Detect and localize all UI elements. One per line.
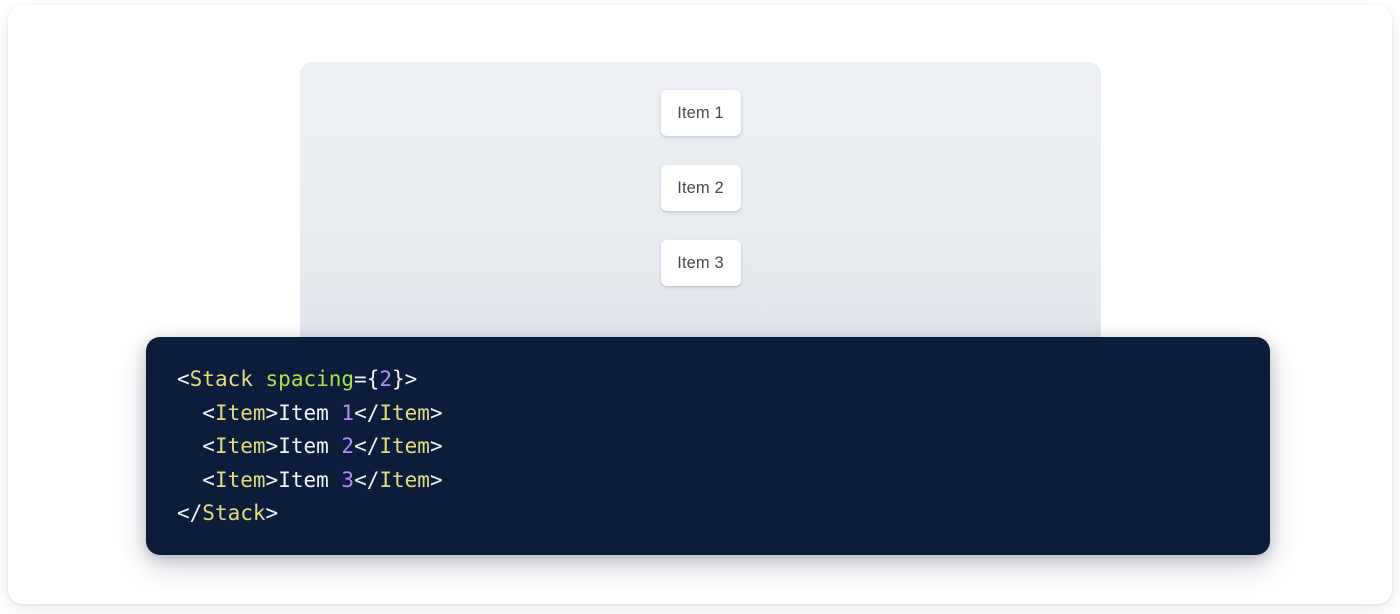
code-token-text: Item	[278, 467, 342, 492]
code-token-tag: Item	[379, 434, 430, 458]
code-token-punc	[253, 367, 266, 391]
code-token-punc: >	[265, 400, 279, 425]
code-token-tag: Item	[379, 467, 430, 492]
code-indent	[177, 468, 202, 492]
code-token-punc: </	[354, 467, 380, 492]
code-token-text: Item	[278, 400, 342, 425]
code-token-tag: Item	[379, 400, 430, 425]
code-token-num: 1	[341, 400, 355, 425]
code-token-tag: Item	[214, 400, 266, 425]
code-token-text: Item	[278, 434, 342, 458]
code-token-num: 2	[341, 434, 355, 458]
code-indent	[177, 401, 202, 425]
code-token-num: 2	[379, 367, 392, 391]
code-token-punc: ={	[354, 367, 380, 391]
code-line: <Stack spacing={2}>	[177, 367, 417, 391]
stack-item-label: Item 2	[677, 178, 724, 197]
code-token-punc: </	[177, 501, 203, 525]
code-token-attr: spacing	[265, 367, 355, 391]
code-token-punc: >	[429, 467, 443, 492]
code-token-punc: >	[429, 434, 443, 458]
code-token-punc: >	[265, 501, 279, 525]
component-preview-panel: Item 1 Item 2 Item 3	[300, 62, 1101, 352]
code-snippet-text: <Stack spacing={2}> <Item>Item 1</Item> …	[177, 363, 1270, 531]
code-token-tag: Item	[214, 467, 266, 492]
code-line: </Stack>	[177, 501, 278, 525]
code-line: <Item>Item 3</Item>	[177, 467, 443, 492]
stack-preview: Item 1 Item 2 Item 3	[300, 62, 1101, 286]
code-snippet-block: <Stack spacing={2}> <Item>Item 1</Item> …	[146, 337, 1270, 555]
code-token-tag: Stack	[189, 367, 253, 391]
code-token-punc: }>	[392, 367, 418, 391]
code-token-tag: Item	[214, 434, 266, 458]
stack-item[interactable]: Item 2	[660, 165, 741, 211]
code-indent	[177, 434, 202, 458]
code-token-punc: <	[202, 434, 215, 458]
code-token-punc: </	[354, 434, 380, 458]
stack-item-label: Item 3	[677, 253, 724, 272]
code-token-punc: <	[202, 467, 215, 492]
stack-item-label: Item 1	[677, 103, 724, 122]
code-token-punc: <	[202, 400, 215, 425]
stack-item[interactable]: Item 3	[660, 240, 741, 286]
code-token-punc: </	[354, 400, 380, 425]
code-line: <Item>Item 2</Item>	[177, 434, 443, 458]
code-token-tag: Stack	[202, 501, 266, 525]
code-token-punc: >	[265, 434, 279, 458]
code-line: <Item>Item 1</Item>	[177, 400, 443, 425]
code-token-punc: >	[265, 467, 279, 492]
code-token-punc: <	[177, 367, 190, 391]
code-token-punc: >	[429, 400, 443, 425]
stack-item[interactable]: Item 1	[660, 90, 741, 136]
code-token-num: 3	[341, 467, 355, 492]
